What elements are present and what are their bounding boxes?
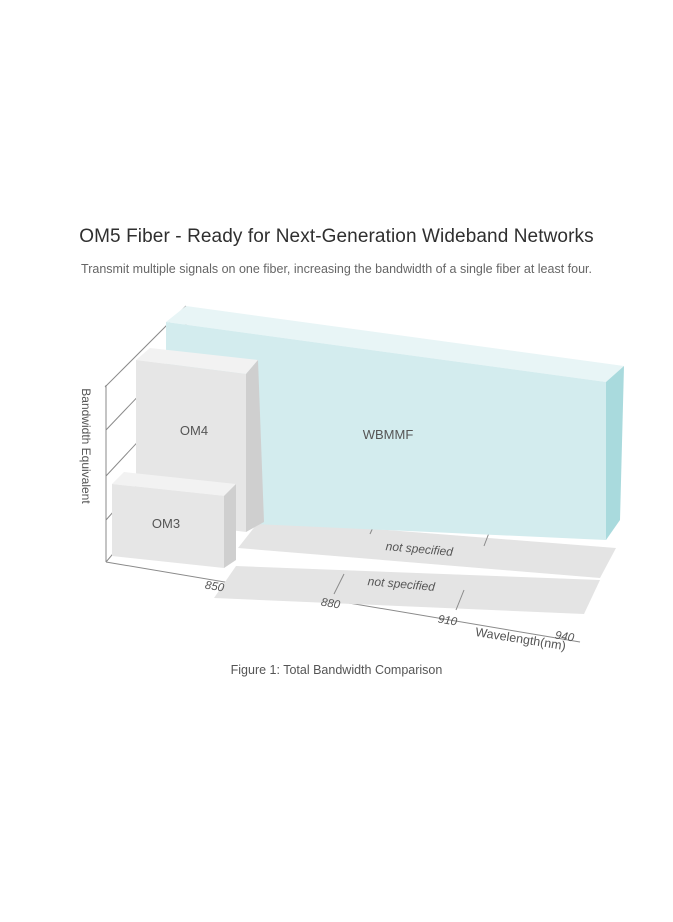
om3-floor-band [214, 566, 600, 614]
chart-title: OM5 Fiber - Ready for Next-Generation Wi… [79, 226, 594, 247]
x-tick-850: 850 [204, 580, 225, 595]
om4-bar-side [246, 360, 264, 532]
x-tick-940: 940 [554, 630, 575, 645]
om3-bar-side [224, 484, 236, 568]
floor-grid-880-front [333, 573, 345, 595]
wbmmf-bar-top [166, 306, 624, 382]
om4-not-specified-label: not specified [385, 539, 454, 559]
om3-bar-front [112, 484, 224, 568]
floor-bands [214, 511, 616, 614]
om4-bar-top [136, 348, 258, 374]
bar-label-om3: OM3 [152, 516, 180, 531]
bar-label-om4: OM4 [180, 423, 208, 438]
om3-bar-top [112, 472, 236, 496]
x-tick-880: 880 [320, 597, 341, 612]
y-axis-label: Bandwidth Equivalent [79, 388, 93, 504]
om3-not-specified-label: not specified [367, 574, 436, 594]
om3-bar [112, 472, 236, 568]
wbmmf-bar-side [606, 366, 624, 540]
om4-floor-band [238, 520, 616, 578]
bar-label-wbmmf: WBMMF [363, 427, 414, 442]
wbmmf-bar-front [166, 322, 606, 540]
chart-subtitle: Transmit multiple signals on one fiber, … [81, 262, 592, 276]
wbmmf-bar [166, 306, 624, 540]
floor-grid-910-front [455, 589, 465, 611]
x-tick-910: 910 [437, 614, 458, 629]
x-axis-label: Wavelength(nm) [474, 625, 566, 653]
figure-caption: Figure 1: Total Bandwidth Comparison [230, 663, 443, 677]
